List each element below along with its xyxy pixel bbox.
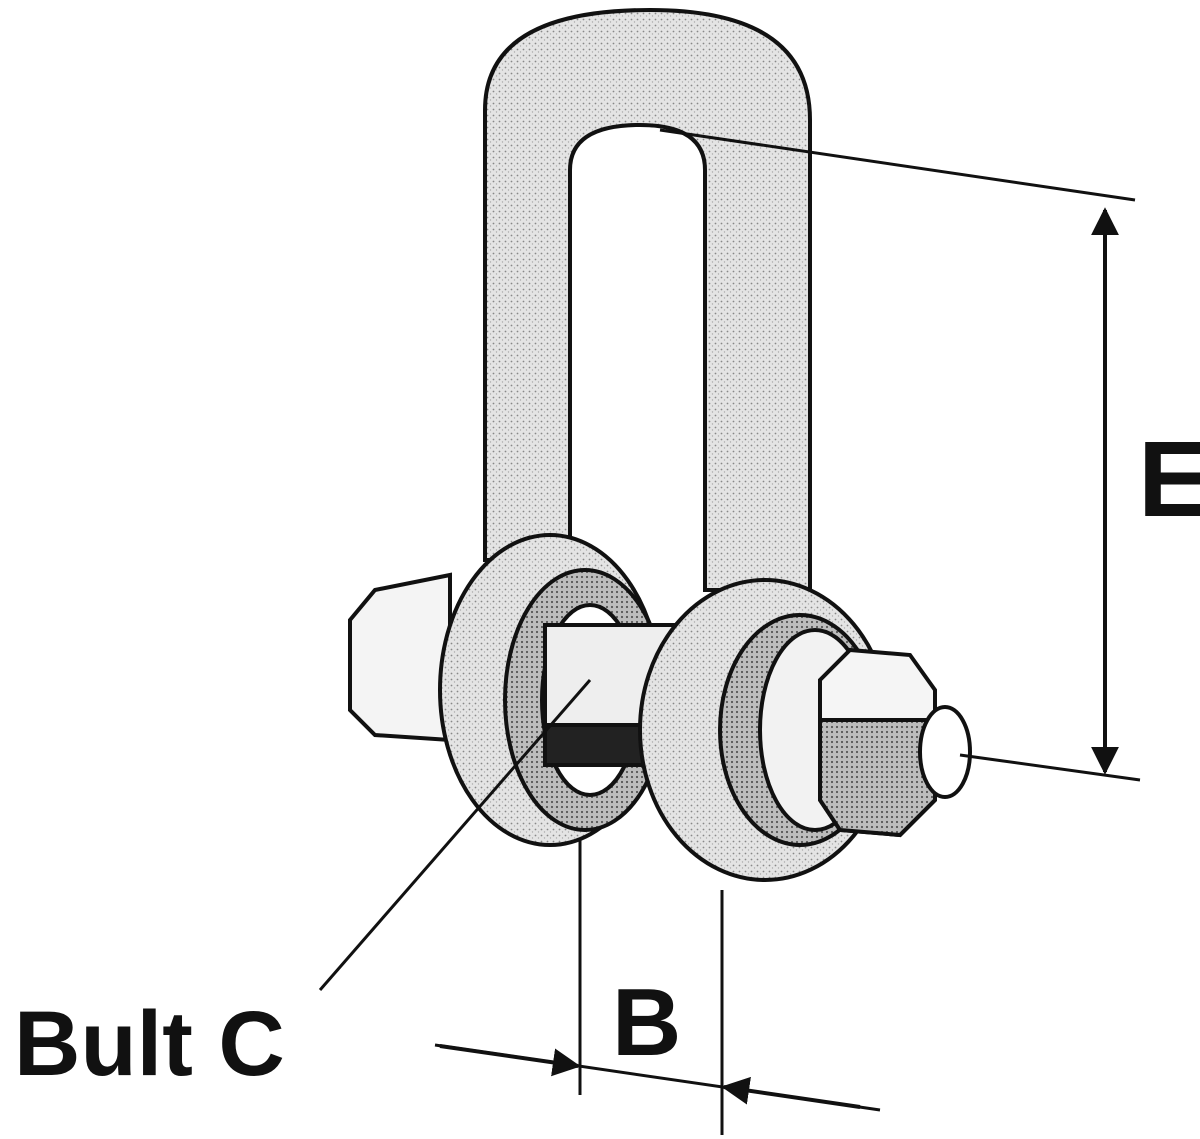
nut — [818, 647, 972, 838]
dimension-e-label: E — [1138, 418, 1200, 539]
bolt-head — [348, 572, 452, 743]
b-arrow-right — [721, 1076, 861, 1109]
dimension-b-label: B — [612, 969, 682, 1076]
bolt-leader-line — [318, 679, 592, 991]
pin-end — [918, 705, 972, 799]
b-arrow-left — [439, 1044, 581, 1077]
bolt-label: Bult C — [14, 993, 285, 1095]
dimension-lines — [318, 128, 1141, 1135]
